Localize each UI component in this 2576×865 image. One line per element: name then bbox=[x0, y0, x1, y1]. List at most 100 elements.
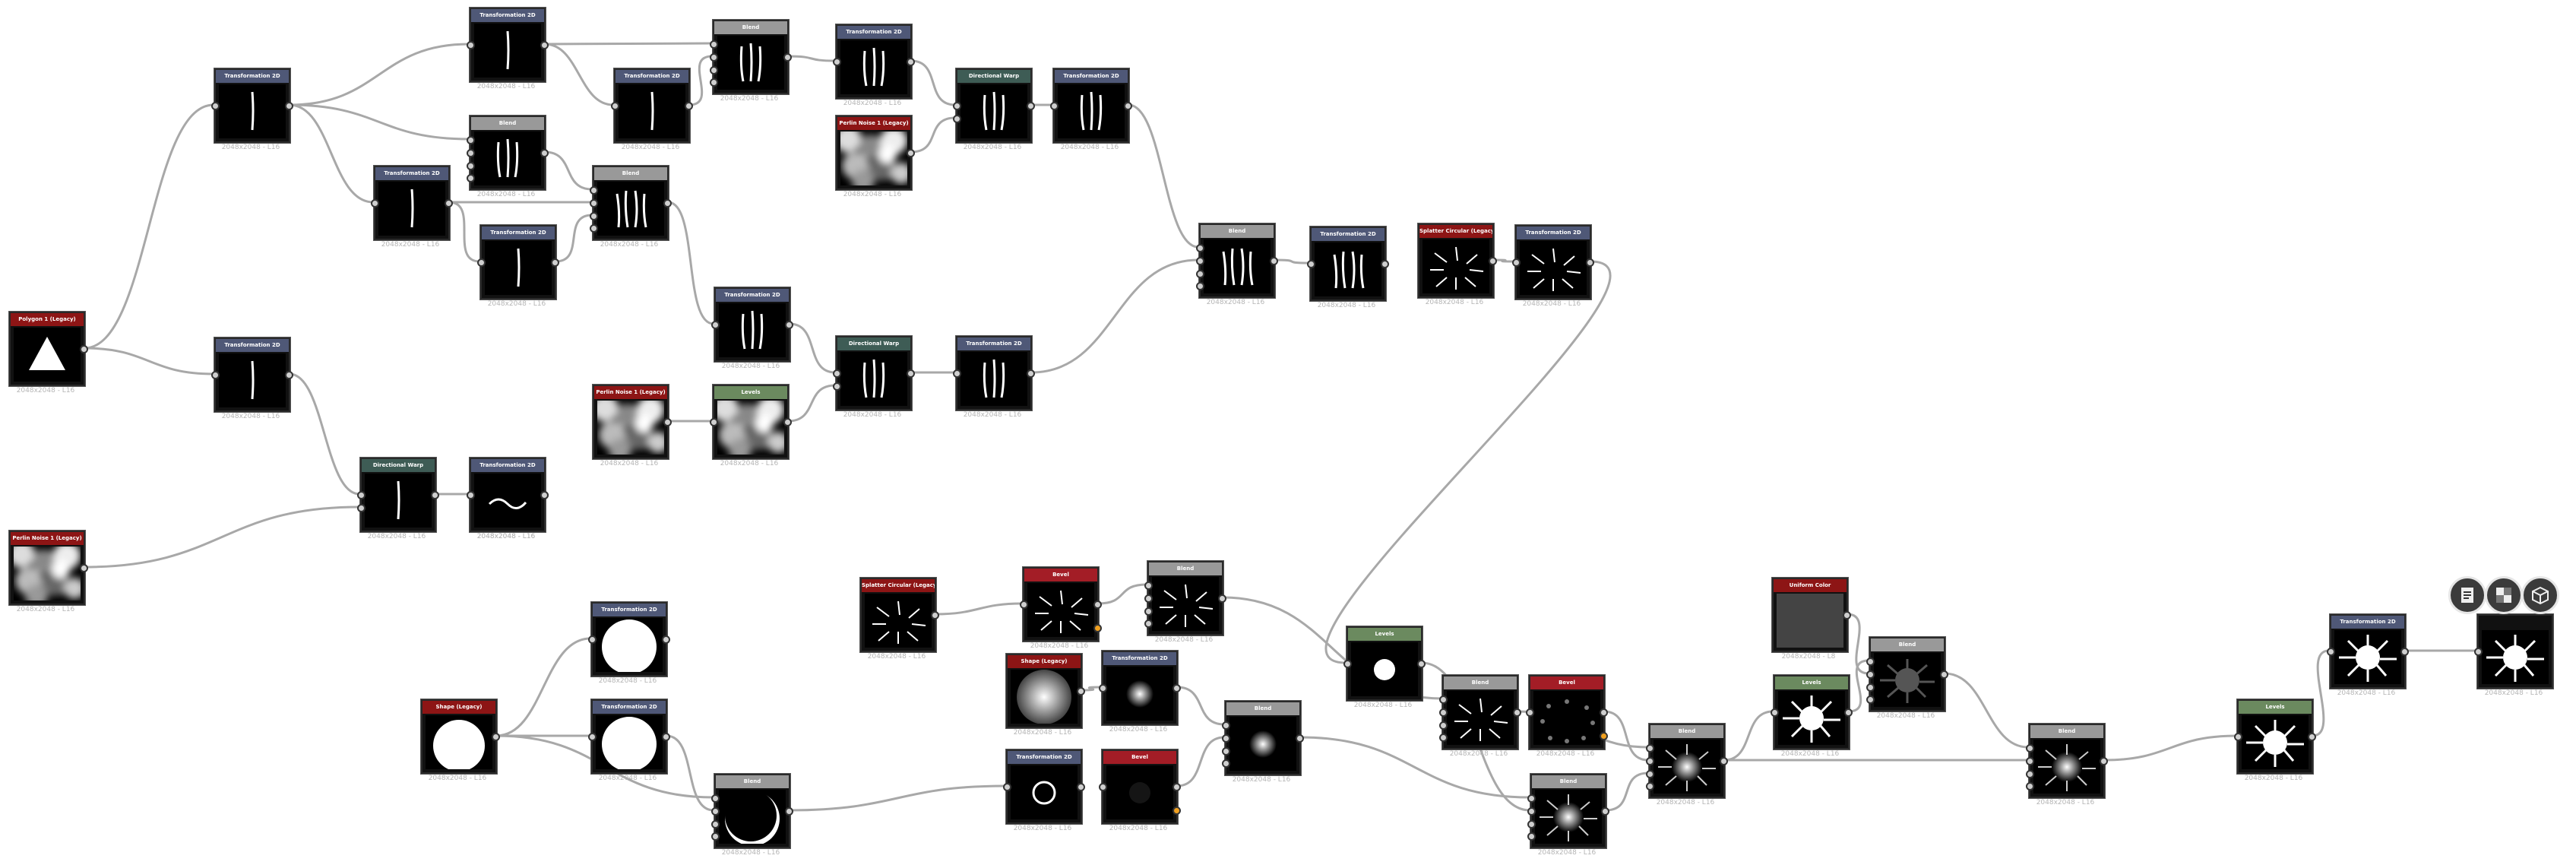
output-port[interactable] bbox=[540, 41, 549, 49]
input-port[interactable] bbox=[2026, 782, 2034, 791]
input-port[interactable] bbox=[1144, 581, 1153, 590]
input-port[interactable] bbox=[1439, 695, 1448, 704]
input-port[interactable] bbox=[1222, 734, 1230, 743]
wire-n16-n20[interactable] bbox=[789, 322, 836, 374]
graph-node-n2[interactable]: Perlin Noise 1 (Legacy) bbox=[9, 531, 88, 605]
wire-n19-n20[interactable] bbox=[787, 384, 836, 423]
wire-n3-n9[interactable] bbox=[289, 103, 470, 141]
output-port[interactable] bbox=[662, 733, 670, 741]
input-port[interactable] bbox=[953, 369, 961, 378]
wire-n25-n40[interactable] bbox=[1324, 260, 1612, 664]
wire-n44-n43[interactable] bbox=[1605, 772, 1649, 812]
wire-n12-n15[interactable] bbox=[910, 59, 956, 106]
wire-n45-n47[interactable] bbox=[1848, 659, 1869, 713]
graph-node-n4[interactable]: Transformation 2D bbox=[211, 337, 293, 412]
output-port[interactable] bbox=[2308, 733, 2316, 741]
output-port[interactable] bbox=[285, 371, 293, 379]
wire-n46-n47[interactable] bbox=[1847, 613, 1869, 675]
output-port[interactable] bbox=[1586, 258, 1594, 267]
input-port[interactable] bbox=[710, 418, 718, 426]
wire-n6-n8[interactable] bbox=[448, 201, 480, 263]
graph-node-n31[interactable]: Shape (Legacy) bbox=[421, 699, 500, 774]
graph-node-n12[interactable]: Transformation 2D bbox=[833, 24, 915, 99]
wire-n38-n39[interactable] bbox=[1176, 736, 1225, 787]
input-port[interactable] bbox=[1196, 244, 1204, 252]
wire-n39-n44[interactable] bbox=[1299, 736, 1530, 799]
output-port[interactable] bbox=[907, 58, 915, 66]
wire-n21-n22[interactable] bbox=[1030, 258, 1199, 374]
input-port[interactable] bbox=[1196, 270, 1204, 278]
output-port[interactable] bbox=[1027, 369, 1035, 378]
wire-n48-n49[interactable] bbox=[2103, 734, 2237, 762]
input-port[interactable] bbox=[1196, 257, 1204, 265]
wire-n47-n48[interactable] bbox=[1944, 672, 2029, 749]
graph-node-n48[interactable]: Blend bbox=[2026, 724, 2108, 798]
input-port[interactable] bbox=[1439, 708, 1448, 717]
output-port[interactable] bbox=[1270, 257, 1278, 265]
input-port[interactable] bbox=[833, 58, 841, 66]
input-port[interactable] bbox=[211, 102, 220, 110]
output-port[interactable] bbox=[1489, 257, 1497, 265]
wire-n13-n22[interactable] bbox=[1128, 103, 1199, 249]
wire-n14-n15[interactable] bbox=[910, 116, 956, 154]
graph-node-n45[interactable]: Levels bbox=[1771, 675, 1853, 749]
input-port[interactable] bbox=[2474, 648, 2483, 656]
wire-n1-n3[interactable] bbox=[84, 103, 214, 350]
wire-n2-n26[interactable] bbox=[84, 505, 360, 569]
wire-n22-n23[interactable] bbox=[1274, 258, 1310, 265]
input-port[interactable] bbox=[590, 199, 598, 208]
wire-n28-n29[interactable] bbox=[935, 602, 1023, 616]
input-port[interactable] bbox=[1866, 657, 1875, 666]
graph-node-n26[interactable]: Directional Warp bbox=[357, 458, 439, 532]
graph-node-n5[interactable]: Transformation 2D bbox=[467, 8, 549, 82]
wire-n24-n25[interactable] bbox=[1492, 258, 1515, 263]
input-port[interactable] bbox=[1771, 708, 1779, 717]
output-port[interactable] bbox=[1027, 102, 1035, 110]
output-port[interactable] bbox=[2100, 757, 2108, 765]
input-port[interactable] bbox=[953, 102, 961, 110]
wire-n34-n37[interactable] bbox=[789, 784, 1006, 812]
input-port[interactable] bbox=[1003, 783, 1011, 791]
output-port[interactable] bbox=[907, 369, 915, 378]
wire-n31-n32[interactable] bbox=[495, 637, 591, 737]
output-port[interactable] bbox=[783, 53, 792, 62]
input-port[interactable] bbox=[1866, 670, 1875, 679]
input-port[interactable] bbox=[1222, 721, 1230, 730]
input-port[interactable] bbox=[477, 258, 486, 267]
input-port[interactable] bbox=[953, 115, 961, 123]
wire-n42-n43[interactable] bbox=[1603, 710, 1649, 762]
graph-node-n3[interactable]: Transformation 2D bbox=[211, 68, 293, 143]
output-port[interactable] bbox=[663, 418, 672, 426]
wire-n33-n34[interactable] bbox=[666, 734, 714, 812]
wire-n10-n12[interactable] bbox=[787, 55, 836, 62]
wire-n7-n10[interactable] bbox=[688, 55, 713, 106]
graph-node-n10[interactable]: Blend bbox=[710, 20, 792, 94]
output-port[interactable] bbox=[1218, 594, 1226, 603]
wire-n5-n7[interactable] bbox=[544, 43, 614, 106]
input-port[interactable] bbox=[1144, 619, 1153, 628]
output-port[interactable] bbox=[1296, 734, 1304, 743]
input-port[interactable] bbox=[1050, 102, 1059, 110]
input-port[interactable] bbox=[1222, 759, 1230, 768]
input-port[interactable] bbox=[1866, 695, 1875, 704]
mask-output-port[interactable] bbox=[1093, 624, 1102, 632]
input-port[interactable] bbox=[1222, 747, 1230, 756]
input-port[interactable] bbox=[1866, 683, 1875, 692]
input-port[interactable] bbox=[371, 199, 379, 208]
wire-n49-n50[interactable] bbox=[2312, 649, 2330, 737]
graph-node-n41[interactable]: Blend bbox=[1439, 675, 1521, 749]
graph-node-n20[interactable]: Directional Warp bbox=[833, 336, 915, 410]
output-port[interactable] bbox=[1940, 670, 1948, 679]
graph-node-n42[interactable]: Bevel bbox=[1526, 675, 1608, 749]
graph-node-n32[interactable]: Transformation 2D bbox=[588, 602, 670, 676]
input-port[interactable] bbox=[1144, 594, 1153, 603]
output-port[interactable] bbox=[1600, 708, 1608, 717]
output-port[interactable] bbox=[551, 258, 559, 267]
output-port[interactable] bbox=[785, 321, 793, 329]
checker-icon[interactable] bbox=[2485, 576, 2523, 614]
input-port[interactable] bbox=[1099, 783, 1107, 791]
input-port[interactable] bbox=[1196, 282, 1204, 290]
input-port[interactable] bbox=[611, 102, 619, 110]
input-port[interactable] bbox=[1527, 794, 1536, 803]
